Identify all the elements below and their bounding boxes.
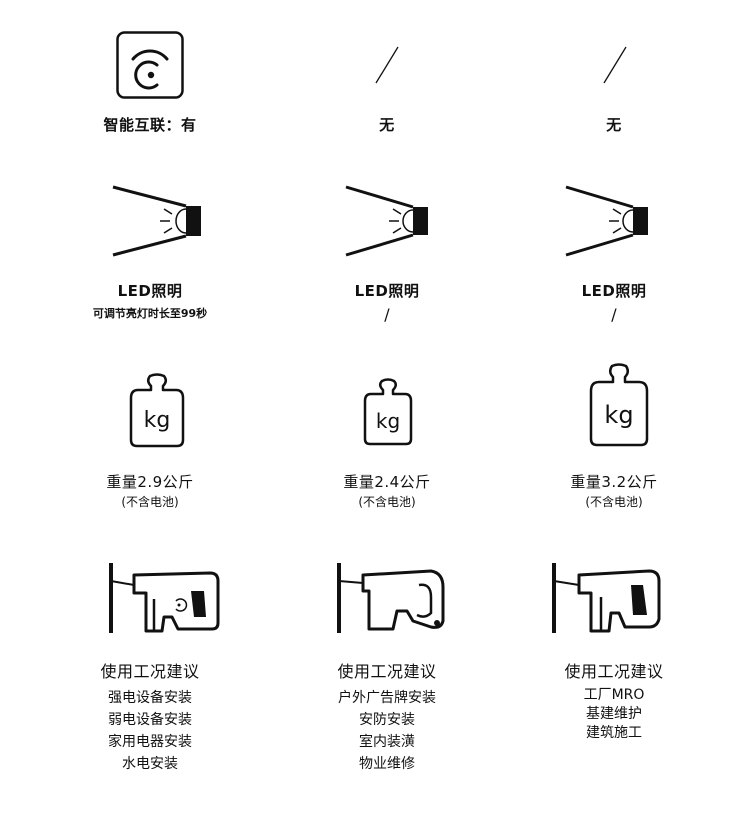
led-label: LED照明 (581, 282, 647, 300)
led-note: / (384, 305, 390, 324)
list-item: 建筑施工 (586, 725, 642, 741)
led-lamp-icon (343, 183, 439, 259)
weight-label: 重量2.9公斤 (106, 473, 194, 491)
weight-kg-icon: kg (128, 372, 186, 448)
list-item: 弱电设备安装 (108, 712, 192, 728)
list-item: 基建维护 (586, 706, 642, 722)
weight-unit: kg (604, 401, 633, 429)
usage-list: 强电设备安装 弱电设备安装 家用电器安装 水电安装 (50, 687, 250, 775)
smart-connect-label: 无 (379, 116, 395, 134)
led-label: LED照明 (354, 282, 420, 300)
battery-note: (不含电池) (585, 495, 643, 509)
usage-title: 使用工况建议 (564, 662, 664, 681)
list-item: 家用电器安装 (108, 734, 192, 750)
rotary-hammer-icon (549, 561, 667, 635)
weight-label: 重量2.4公斤 (343, 473, 431, 491)
led-lamp-icon (110, 183, 206, 259)
slash-icon (374, 46, 400, 84)
weight-kg-icon: kg (588, 362, 650, 448)
list-item: 工厂MRO (583, 687, 645, 703)
slash-icon (602, 46, 628, 84)
weight-unit: kg (376, 409, 400, 433)
list-item: 强电设备安装 (108, 690, 192, 706)
list-item: 水电安装 (122, 756, 178, 772)
list-item: 安防安装 (359, 712, 415, 728)
usage-title: 使用工况建议 (337, 662, 437, 681)
weight-label: 重量3.2公斤 (570, 473, 658, 491)
usage-list: 户外广告牌安装 安防安装 室内装潢 物业维修 (287, 687, 487, 775)
battery-note: (不含电池) (358, 495, 416, 509)
led-lamp-icon (563, 183, 659, 259)
smart-connect-label: 无 (606, 116, 622, 134)
smart-connect-icon (116, 31, 184, 99)
usage-list: 工厂MRO 基建维护 建筑施工 (514, 686, 714, 743)
list-item: 户外广告牌安装 (338, 690, 436, 706)
list-item: 室内装潢 (359, 734, 415, 750)
led-label: LED照明 (117, 282, 183, 300)
weight-unit: kg (144, 408, 171, 433)
usage-title: 使用工况建议 (100, 662, 200, 681)
rotary-hammer-icon (106, 561, 224, 635)
smart-connect-label: 智能互联：有 (103, 116, 197, 134)
list-item: 物业维修 (359, 756, 415, 772)
led-note: 可调节亮灯时长至99秒 (92, 307, 208, 320)
rotary-hammer-icon (335, 561, 449, 635)
led-note: / (611, 305, 617, 324)
battery-note: (不含电池) (121, 495, 179, 509)
weight-kg-icon: kg (362, 377, 414, 447)
